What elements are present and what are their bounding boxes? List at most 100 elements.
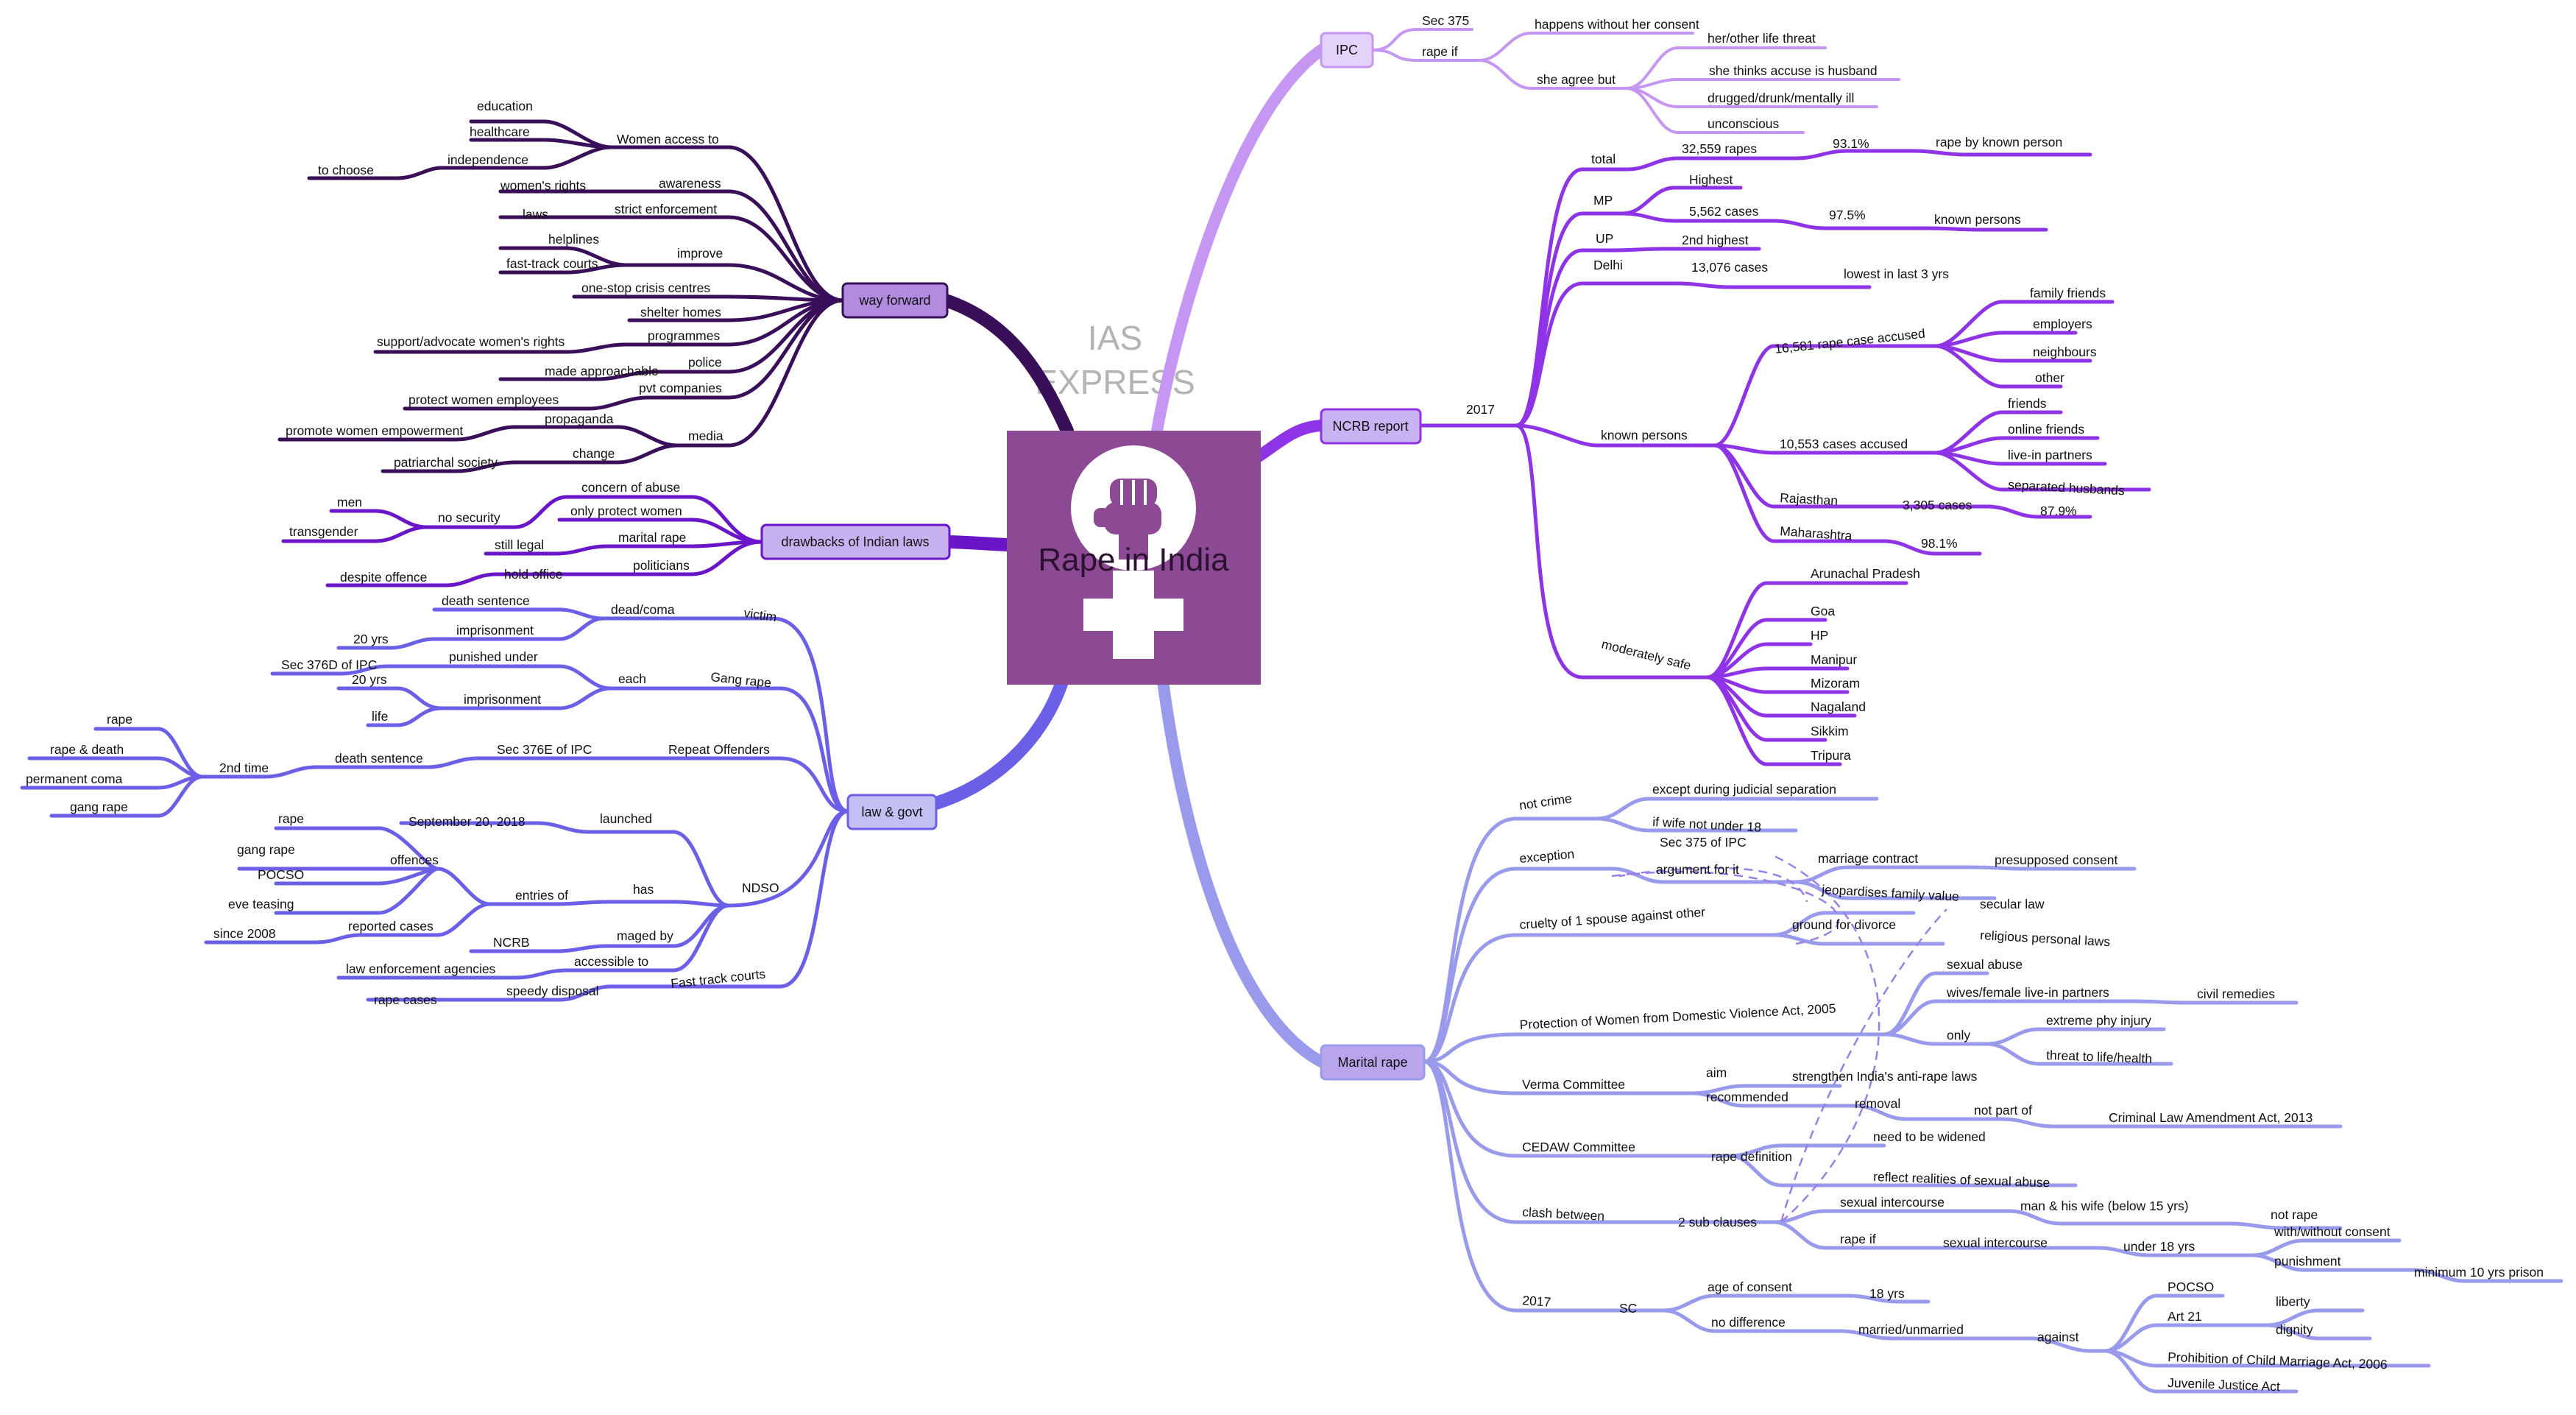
nc-label: online friends bbox=[2008, 422, 2084, 437]
ipc-label: Sec 375 bbox=[1422, 13, 1469, 28]
mr-label: POCSO bbox=[2168, 1280, 2214, 1294]
wf-label: independence bbox=[447, 152, 528, 167]
topic-drawbacks[interactable]: drawbacks of Indian laws bbox=[760, 523, 951, 560]
dr-label: hold office bbox=[504, 567, 562, 582]
ipc-label: she thinks accuse is husband bbox=[1709, 63, 1878, 78]
topic-marital-rape[interactable]: Marital rape bbox=[1320, 1044, 1426, 1081]
lg-label: law enforcement agencies bbox=[346, 961, 496, 976]
topic-ipc[interactable]: IPC bbox=[1320, 32, 1374, 68]
nc-label: friends bbox=[2008, 396, 2047, 411]
ipc-labels: Sec 375 rape if happens without her cons… bbox=[1422, 13, 1878, 131]
nc-label: HP bbox=[1811, 628, 1828, 643]
watermark-line-1: IAS bbox=[1088, 319, 1142, 357]
wf-label: patriarchal society bbox=[394, 455, 498, 470]
lg-label: death sentence bbox=[335, 751, 423, 766]
nc-label: Nagaland bbox=[1811, 699, 1866, 714]
nc-label: 87.9% bbox=[2040, 504, 2077, 518]
wf-label: protect women employees bbox=[408, 392, 559, 407]
mr-label: civil remedies bbox=[2197, 987, 2275, 1001]
main-trunks bbox=[897, 44, 1327, 1068]
wf-label: improve bbox=[677, 246, 723, 261]
mr-label: sexual intercourse bbox=[1943, 1235, 2048, 1250]
lg-label: launched bbox=[600, 811, 652, 826]
mr-label: recommended bbox=[1706, 1090, 1788, 1104]
nc-label: MP bbox=[1593, 193, 1613, 208]
mr-label: secular law bbox=[1980, 897, 2045, 911]
lg-label: Repeat Offenders bbox=[668, 742, 770, 757]
lg-label: punished under bbox=[449, 649, 538, 664]
lg-label: reported cases bbox=[348, 919, 434, 934]
nc-label: 16,581 rape case accused bbox=[1774, 326, 1925, 356]
lg-label: speedy disposal bbox=[506, 984, 599, 998]
lg-label: rape bbox=[107, 712, 132, 727]
dr-label: concern of abuse bbox=[581, 480, 680, 495]
dr-label: no security bbox=[438, 510, 500, 525]
topic-ncrb[interactable]: NCRB report bbox=[1320, 408, 1422, 445]
mr-label: minimum 10 yrs prison bbox=[2414, 1265, 2544, 1280]
nc-label: 2017 bbox=[1466, 402, 1495, 417]
nc-label: 13,076 cases bbox=[1691, 260, 1768, 275]
nc-label: 5,562 cases bbox=[1689, 204, 1759, 219]
wf-label: made approachable bbox=[545, 364, 659, 378]
wf-label: to choose bbox=[318, 163, 374, 177]
lg-label: since 2008 bbox=[213, 926, 276, 941]
nc-label: Goa bbox=[1811, 604, 1835, 618]
lg-label: has bbox=[633, 882, 654, 897]
mr-label: rape if bbox=[1840, 1232, 1876, 1246]
mr-label: Prohibition of Child Marriage Act, 2006 bbox=[2168, 1349, 2388, 1372]
nc-label: 32,559 rapes bbox=[1682, 141, 1757, 156]
central-topic[interactable]: Rape in India bbox=[1007, 431, 1261, 685]
topic-drawbacks-label: drawbacks of Indian laws bbox=[781, 534, 929, 549]
lg-label: POCSO bbox=[258, 867, 304, 882]
topic-ncrb-label: NCRB report bbox=[1332, 419, 1408, 434]
mr-label: SC bbox=[1619, 1301, 1637, 1316]
mr-label: with/without consent bbox=[2274, 1224, 2391, 1239]
mr-label: age of consent bbox=[1708, 1280, 1792, 1294]
topic-law-govt-label: law & govt bbox=[861, 805, 922, 819]
mr-label: Criminal Law Amendment Act, 2013 bbox=[2109, 1110, 2313, 1125]
drawbacks-labels: concern of abuse no security men transge… bbox=[289, 480, 690, 585]
mr-label: strengthen India's anti-rape laws bbox=[1792, 1069, 1978, 1084]
nc-label: Sikkim bbox=[1811, 724, 1849, 738]
mr-label: extreme phy injury bbox=[2046, 1013, 2151, 1028]
topic-way-forward[interactable]: way forward bbox=[841, 282, 949, 319]
nc-label: Rajasthan bbox=[1780, 490, 1839, 508]
mr-label: Verma Committee bbox=[1522, 1077, 1625, 1092]
mr-label: man & his wife (below 15 yrs) bbox=[2020, 1199, 2189, 1213]
nc-label: total bbox=[1591, 152, 1616, 166]
mr-label: presupposed consent bbox=[1995, 853, 2117, 867]
mr-label: rape definition bbox=[1711, 1149, 1792, 1164]
mr-label: married/unmarried bbox=[1858, 1322, 1964, 1337]
raised-fist-female-symbol-icon bbox=[1071, 445, 1196, 659]
dr-label: despite offence bbox=[340, 570, 427, 585]
mr-label: need to be widened bbox=[1873, 1129, 1986, 1144]
mr-label: against bbox=[2037, 1330, 2079, 1344]
nc-label: family friends bbox=[2030, 286, 2106, 300]
mr-label: argument for it bbox=[1656, 862, 1739, 877]
way-forward-labels: Women access to education healthcare ind… bbox=[286, 99, 723, 470]
ipc-label: rape if bbox=[1422, 44, 1458, 59]
mr-label: aim bbox=[1706, 1065, 1727, 1080]
ipc-branches bbox=[1371, 28, 1900, 134]
nc-label: Mizoram bbox=[1811, 676, 1860, 691]
mr-label: sexual intercourse bbox=[1840, 1195, 1945, 1210]
mr-label: Protection of Women from Domestic Violen… bbox=[1519, 1001, 1836, 1032]
mr-label: jeopardises family value bbox=[1821, 882, 1960, 904]
dr-label: politicians bbox=[633, 558, 690, 573]
lg-label: Sec 376E of IPC bbox=[497, 742, 592, 757]
nc-label: 97.5% bbox=[1829, 208, 1866, 222]
mr-label: wives/female live-in partners bbox=[1946, 985, 2109, 1000]
mr-label: not rape bbox=[2271, 1207, 2318, 1222]
lg-label: Sec 376D of IPC bbox=[281, 657, 377, 672]
nc-label: Arunachal Pradesh bbox=[1811, 566, 1920, 581]
mr-label: sexual abuse bbox=[1947, 957, 2023, 972]
topic-law-govt[interactable]: law & govt bbox=[846, 794, 938, 830]
mr-label: Art 21 bbox=[2168, 1309, 2202, 1324]
nc-label: Delhi bbox=[1593, 258, 1623, 272]
nc-label: Highest bbox=[1689, 172, 1733, 187]
lg-label: rape cases bbox=[374, 992, 437, 1007]
dr-label: still legal bbox=[495, 537, 544, 552]
lg-label: permanent coma bbox=[26, 772, 123, 786]
nc-label: known persons bbox=[1601, 428, 1688, 442]
lg-label: maged by bbox=[617, 928, 673, 943]
